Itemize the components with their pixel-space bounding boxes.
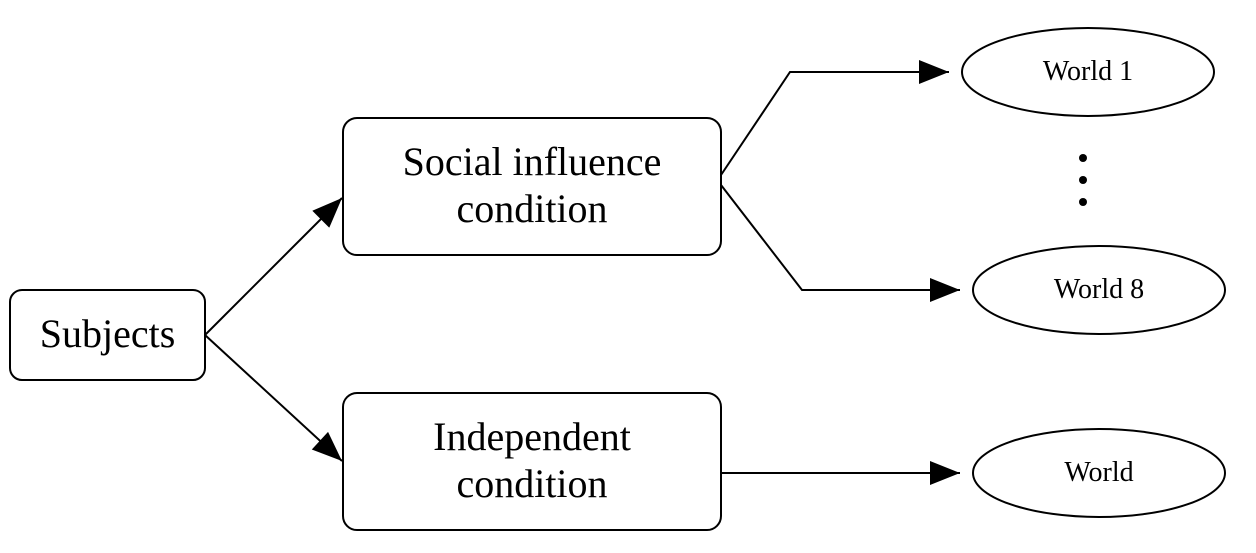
social-influence-line-2: condition [456,186,608,231]
ellipsis-dot [1079,154,1087,162]
social-influence-line-1: Social influence [402,139,662,184]
world-8-label: World 8 [1053,274,1145,305]
world-1-label: World 1 [1042,56,1134,87]
ellipsis-dot [1079,198,1087,206]
arrow-social-to-world-1 [720,60,949,176]
ellipsis-dot [1079,176,1087,184]
arrow-subjects-to-social [204,197,343,336]
arrow-social-to-world-8 [720,184,960,302]
independent-label: Independent condition [343,417,721,504]
independent-line-2: condition [456,461,608,506]
world-ellipse [972,428,1226,518]
independent-line-1: Independent [433,414,631,459]
world-1-ellipse [961,27,1215,117]
social-influence-label: Social influence condition [343,142,721,229]
arrow-subjects-to-independent [204,334,343,462]
world-8-ellipse [972,245,1226,335]
world-label: World [1064,457,1134,488]
independent-box [342,392,722,531]
vertical-ellipsis [1075,150,1091,210]
subjects-label: Subjects [39,311,176,356]
